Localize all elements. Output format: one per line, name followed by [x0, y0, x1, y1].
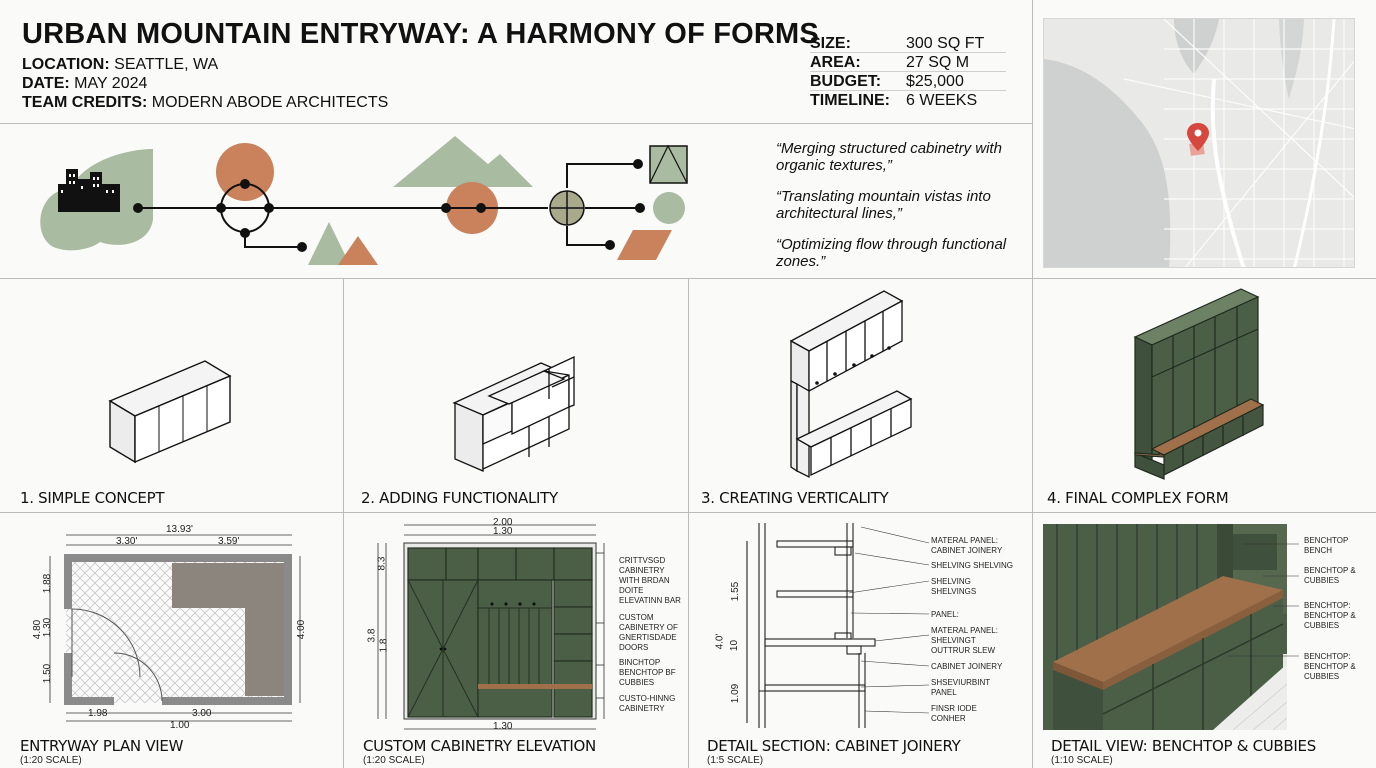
credits-line: TEAM CREDITS: MODERN ABODE ARCHITECTS	[22, 94, 389, 111]
divider	[0, 123, 1032, 124]
project-stats: SIZE:300 SQ FT AREA:27 SQ M BUDGET:$25,0…	[810, 34, 1006, 110]
elev-dim-bottom: 1.30	[493, 721, 513, 732]
benchtop-note-1: BENCHTOP BENCH	[1304, 536, 1349, 555]
city-skyline-icon	[58, 169, 120, 212]
quote-1: “Merging structured cabinetry with organ…	[776, 140, 1002, 174]
elevation-drawing	[377, 524, 605, 730]
section-label: DETAIL SECTION: CABINET JOINERY	[707, 737, 961, 755]
benchtop-detail-render	[1043, 524, 1299, 730]
plan-view-drawing	[49, 534, 301, 722]
quote-3: “Optimizing flow through functional zone…	[776, 236, 1007, 270]
dim-bottom-right: 3.00	[192, 708, 212, 719]
stat-budget: BUDGET:$25,000	[810, 72, 1006, 91]
section-note-8: FINSR IODE CONHER	[931, 704, 977, 723]
dim-bottom-left: 1.98	[88, 708, 108, 719]
dim-left-b: 1.30	[42, 617, 54, 638]
section-note-1: MATERAL PANEL: CABINET JOINERY	[931, 536, 1003, 555]
stage-1-label: 1. SIMPLE CONCEPT	[20, 489, 165, 507]
benchtop-label: DETAIL VIEW: BENCHTOP & CUBBIES	[1051, 737, 1316, 755]
mountain-shape	[308, 222, 350, 265]
dim-top-left: 3.30'	[116, 536, 138, 547]
divider	[1032, 0, 1033, 278]
dim-left-c: 1.50	[42, 663, 54, 684]
square-icon	[649, 145, 688, 184]
section-dim-d: 1.09	[730, 683, 742, 704]
elev-note-1: CRITTVSGD CABINETRY WITH BRDAN DOITE ELE…	[619, 556, 681, 605]
section-note-7: SHSEVIURBINT PANEL	[931, 678, 990, 697]
stage-4-label: 4. FINAL COMPLEX FORM	[1047, 489, 1229, 507]
divider	[688, 278, 689, 768]
section-drawing	[746, 523, 930, 728]
elevation-scale: (1:20 SCALE)	[363, 755, 425, 766]
stage-3-label: 3. CREATING VERTICALITY	[701, 489, 889, 507]
benchtop-note-4: BENCHTOP: BENCHTOP & CUBBIES	[1304, 652, 1356, 681]
parallelogram-shape	[617, 230, 672, 260]
date-line: DATE: MAY 2024	[22, 75, 148, 92]
divider	[343, 278, 344, 768]
elevation-label: CUSTOM CABINETRY ELEVATION	[363, 737, 596, 755]
section-note-4: PANEL:	[931, 610, 959, 619]
location-map	[1043, 18, 1355, 268]
dim-top-right: 3.59'	[218, 536, 240, 547]
stat-size: SIZE:300 SQ FT	[810, 34, 1006, 53]
elev-note-3: BINCHTOP BENCHTOP BF CUBBIES	[619, 658, 676, 687]
section-dim-a: 1.55	[730, 581, 742, 602]
stage-2-drawing	[452, 355, 575, 472]
location-line: LOCATION: SEATTLE, WA	[22, 56, 219, 73]
section-note-6: CABINET JOINERY	[931, 662, 1003, 671]
map-graphic	[1044, 19, 1354, 267]
benchtop-scale: (1:10 SCALE)	[1051, 755, 1113, 766]
plan-view-label: ENTRYWAY PLAN VIEW	[20, 737, 184, 755]
stat-timeline: TIMELINE:6 WEEKS	[810, 92, 978, 109]
elev-note-4: CUSTO-HINNG CABINETRY	[619, 694, 676, 713]
dim-bottom-total: 1.00	[170, 720, 190, 731]
stage-1-drawing	[108, 360, 232, 464]
stat-area: AREA:27 SQ M	[810, 53, 1006, 72]
location-pin-icon	[1187, 123, 1209, 156]
elev-dim-left-a: 8.3	[376, 556, 388, 571]
benchtop-note-3: BENCHTOP: BENCHTOP & CUBBIES	[1304, 601, 1356, 630]
section-note-3: SHELVING SHELVINGS	[931, 577, 977, 596]
terracotta-circle	[216, 143, 274, 201]
quote-2: “Translating mountain vistas into archit…	[776, 188, 991, 222]
divider	[1032, 278, 1033, 768]
mountain-shape	[338, 236, 378, 265]
dim-left-a: 1.88	[42, 573, 54, 594]
dim-left-total: 4.80	[32, 619, 44, 640]
section-note-5: MATERAL PANEL: SHELVINGT OUTTRUR SLEW	[931, 626, 998, 655]
connector-dots	[133, 159, 645, 252]
elev-dim-left-b: 1.8	[378, 638, 390, 653]
page-title: URBAN MOUNTAIN ENTRYWAY: A HARMONY OF FO…	[22, 18, 819, 50]
section-dim-b: 4.0'	[714, 633, 726, 650]
stage-2-label: 2. ADDING FUNCTIONALITY	[361, 489, 558, 507]
elev-dim-top-a: 2.00	[493, 517, 513, 528]
plan-view-scale: (1:20 SCALE)	[20, 755, 82, 766]
stage-3-drawing	[789, 290, 913, 479]
section-scale: (1:5 SCALE)	[707, 755, 764, 766]
elev-dim-left-total: 3.8	[366, 628, 378, 643]
elev-dim-top-b: 1.30	[493, 526, 513, 537]
benchtop-note-2: BENCHTOP & CUBBIES	[1304, 566, 1356, 585]
concept-flow-diagram	[40, 136, 688, 265]
elev-note-2: CUSTOM CABINETRY OF GNERTISDADE DOORS	[619, 613, 678, 652]
mountain-shape	[393, 136, 533, 187]
dim-top-total: 13.93'	[166, 524, 193, 535]
stage-4-drawing	[1133, 288, 1265, 480]
section-note-2: SHELVING SHELVING	[931, 561, 1013, 570]
dim-right-total: 4.00	[296, 619, 308, 640]
sage-circle	[653, 192, 685, 224]
section-dim-c: 10	[729, 639, 741, 652]
